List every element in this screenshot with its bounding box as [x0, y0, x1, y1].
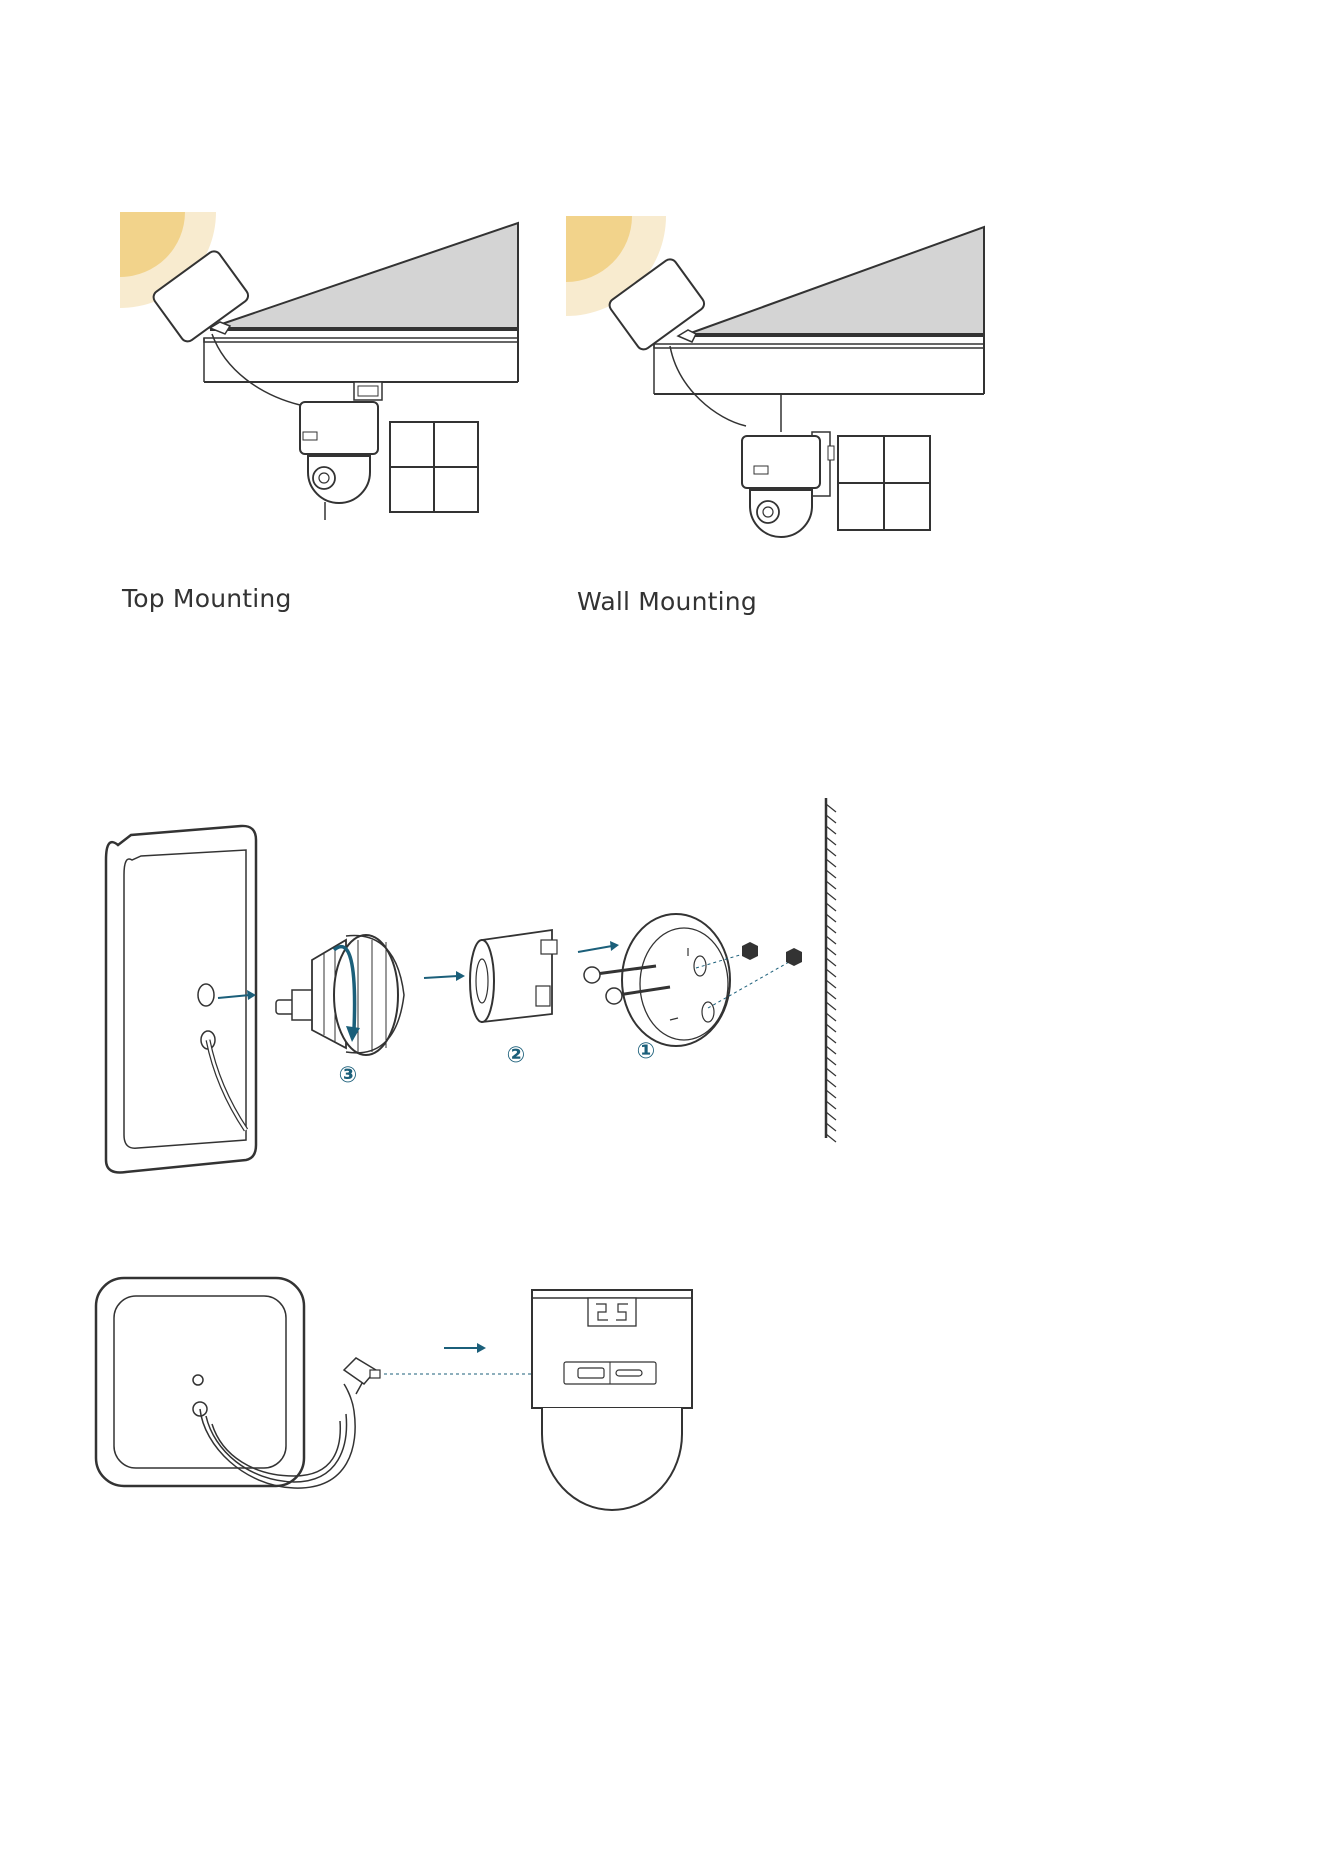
solar-panel-back	[96, 1278, 304, 1486]
wall-hatch-mark	[826, 859, 836, 867]
connection-illustration	[94, 1276, 714, 1526]
roof	[688, 227, 984, 334]
window	[390, 422, 478, 512]
wall-hatch-mark	[826, 1035, 836, 1043]
mounting-knob	[276, 935, 404, 1055]
wall-hatch-mark	[826, 826, 836, 834]
wall-base	[622, 914, 730, 1046]
top-mounting-illustration	[120, 210, 530, 530]
wall-hatch-mark	[826, 870, 836, 878]
wall	[826, 798, 836, 1142]
cable	[670, 346, 746, 426]
assembly-illustration: ③ ② ①	[96, 790, 856, 1190]
camera	[300, 402, 378, 520]
wall-hatch-mark	[826, 914, 836, 922]
wall-hatch-mark	[826, 892, 836, 900]
wall-hatch-mark	[826, 815, 836, 823]
wall-hatch-mark	[826, 837, 836, 845]
wall-hatch-mark	[826, 1079, 836, 1087]
wall-hatch-mark	[826, 1112, 836, 1120]
arrow	[578, 946, 612, 952]
top-mounting-caption: Top Mounting	[122, 584, 292, 613]
wall-hatch-mark	[826, 1134, 836, 1142]
connection-figure	[94, 1276, 714, 1526]
assembly-figure: ③ ② ①	[96, 790, 856, 1190]
wall-hatch-mark	[826, 969, 836, 977]
wall-mounting-caption: Wall Mounting	[577, 587, 757, 616]
wall-hatch-mark	[826, 848, 836, 856]
wall-mounting-illustration	[566, 214, 986, 544]
wall-mounting-figure	[566, 214, 986, 544]
wall-hatch-mark	[826, 1013, 836, 1021]
wall-hatch-mark	[826, 1068, 836, 1076]
wall-hatch-mark	[826, 991, 836, 999]
wall-hatch-mark	[826, 1024, 836, 1032]
camera	[742, 436, 820, 537]
wall-hatch-mark	[826, 936, 836, 944]
wall-hatch-mark	[826, 980, 836, 988]
wall-hatch-mark	[826, 1057, 836, 1065]
cable	[212, 334, 300, 405]
wall-hatch-mark	[826, 881, 836, 889]
wall-hatch-mark	[826, 903, 836, 911]
window	[838, 436, 930, 530]
wall-hatch-mark	[826, 947, 836, 955]
step-2-label: ②	[507, 1043, 526, 1068]
wall-hatch-mark	[826, 958, 836, 966]
arrow	[424, 976, 458, 978]
solar-panel-back	[106, 826, 256, 1173]
top-mounting-figure	[120, 210, 530, 530]
step-3-label: ③	[339, 1063, 358, 1088]
usb-connector	[344, 1358, 380, 1384]
wall-hatch-mark	[826, 1123, 836, 1131]
wall-hatch-mark	[826, 1101, 836, 1109]
wall-hatch-mark	[826, 925, 836, 933]
adapter	[470, 930, 557, 1022]
wall-hatch-mark	[826, 1002, 836, 1010]
wall-hatch-mark	[826, 1090, 836, 1098]
wall-anchor	[786, 948, 802, 966]
camera-rear	[532, 1290, 692, 1510]
step-1-label: ①	[637, 1039, 656, 1064]
roof	[210, 223, 518, 328]
wall-hatch-mark	[826, 1046, 836, 1054]
wall-hatch-mark	[826, 804, 836, 812]
wall-anchor	[742, 942, 758, 960]
